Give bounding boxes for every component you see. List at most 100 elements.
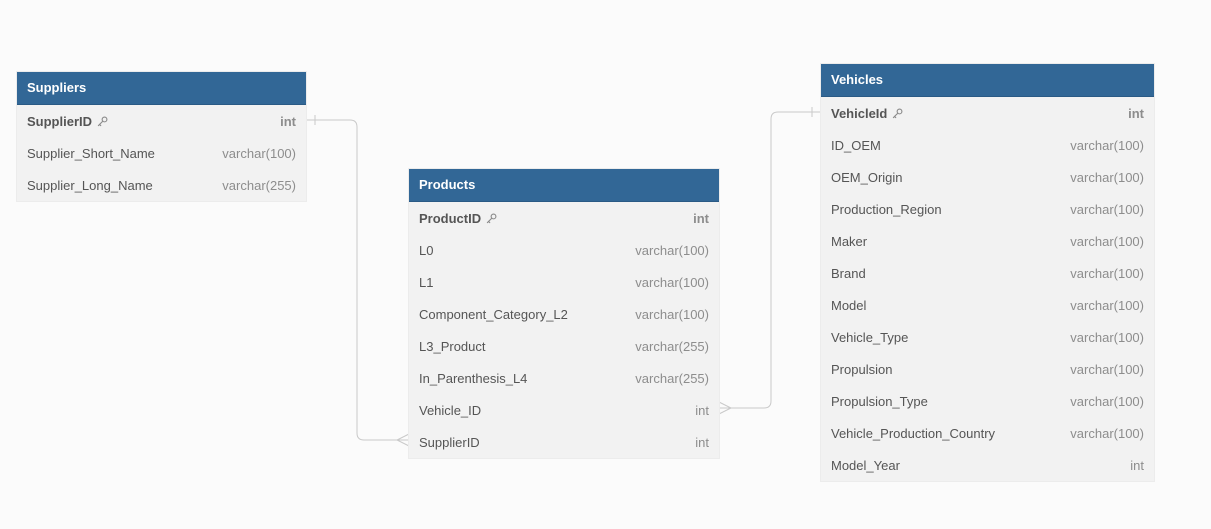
field-name-text: Production_Region bbox=[831, 201, 942, 217]
field-row[interactable]: L3_Product varchar(255) bbox=[409, 330, 719, 362]
field-row[interactable]: Propulsion_Type varchar(100) bbox=[821, 385, 1154, 417]
field-name: Component_Category_L2 bbox=[419, 307, 568, 322]
field-row[interactable]: SupplierID int bbox=[17, 105, 306, 137]
field-type: varchar(100) bbox=[222, 145, 296, 161]
field-name-text: ID_OEM bbox=[831, 137, 881, 153]
field-type: varchar(100) bbox=[1070, 233, 1144, 249]
field-row[interactable]: Vehicle_Production_Country varchar(100) bbox=[821, 417, 1154, 449]
field-name: L1 bbox=[419, 275, 433, 290]
field-name-text: Vehicle_Production_Country bbox=[831, 425, 996, 441]
field-type: int bbox=[695, 402, 709, 418]
field-row[interactable]: Model_Year int bbox=[821, 449, 1154, 481]
field-type: varchar(100) bbox=[1070, 393, 1144, 409]
field-row[interactable]: Vehicle_ID int bbox=[409, 394, 719, 426]
field-type: varchar(255) bbox=[635, 338, 709, 354]
many-marker bbox=[395, 433, 410, 447]
field-name: Vehicle_Type bbox=[831, 330, 908, 345]
field-type: varchar(100) bbox=[1070, 297, 1144, 313]
field-type: varchar(100) bbox=[1070, 169, 1144, 185]
field-type: varchar(100) bbox=[635, 274, 709, 290]
field-name-text: ProductID bbox=[419, 210, 482, 226]
field-row[interactable]: Supplier_Short_Name varchar(100) bbox=[17, 137, 306, 169]
field-row[interactable]: In_Parenthesis_L4 varchar(255) bbox=[409, 362, 719, 394]
field-row[interactable]: L0 varchar(100) bbox=[409, 234, 719, 266]
table-header[interactable]: Suppliers bbox=[17, 72, 306, 105]
field-name-text: Supplier_Long_Name bbox=[27, 177, 153, 193]
field-row[interactable]: Vehicle_Type varchar(100) bbox=[821, 321, 1154, 353]
field-name: Production_Region bbox=[831, 202, 942, 217]
field-row[interactable]: Production_Region varchar(100) bbox=[821, 193, 1154, 225]
field-name-text: L0 bbox=[419, 242, 434, 258]
field-row[interactable]: ProductID int bbox=[409, 202, 719, 234]
field-name-text: Vehicle_Type bbox=[831, 329, 909, 345]
field-name-text: In_Parenthesis_L4 bbox=[419, 370, 528, 386]
field-type: int bbox=[695, 434, 709, 450]
field-row[interactable]: Brand varchar(100) bbox=[821, 257, 1154, 289]
field-row[interactable]: Maker varchar(100) bbox=[821, 225, 1154, 257]
field-type: int bbox=[1130, 457, 1144, 473]
field-name-text: Maker bbox=[831, 233, 868, 249]
field-row[interactable]: Component_Category_L2 varchar(100) bbox=[409, 298, 719, 330]
field-name: Maker bbox=[831, 234, 867, 249]
field-name: In_Parenthesis_L4 bbox=[419, 371, 527, 386]
field-name-text: Component_Category_L2 bbox=[419, 306, 568, 322]
field-type: varchar(100) bbox=[1070, 361, 1144, 377]
field-type: varchar(100) bbox=[1070, 137, 1144, 153]
field-type: varchar(100) bbox=[1070, 425, 1144, 441]
relationship-line-vehicles-products bbox=[719, 111, 821, 409]
field-name: Vehicle_Production_Country bbox=[831, 426, 995, 441]
key-icon bbox=[893, 108, 903, 118]
field-row[interactable]: SupplierID int bbox=[409, 426, 719, 458]
field-name-text: Propulsion bbox=[831, 361, 893, 377]
field-name-text: L1 bbox=[419, 274, 434, 290]
field-name: Supplier_Short_Name bbox=[27, 146, 155, 161]
field-name: L0 bbox=[419, 243, 433, 258]
field-name: ID_OEM bbox=[831, 138, 881, 153]
field-name: L3_Product bbox=[419, 339, 486, 354]
field-name: SupplierID bbox=[27, 114, 108, 129]
field-name: Vehicle_ID bbox=[419, 403, 481, 418]
field-name-text: SupplierID bbox=[419, 434, 480, 450]
field-type: varchar(255) bbox=[635, 370, 709, 386]
many-marker bbox=[718, 401, 733, 415]
field-row[interactable]: Supplier_Long_Name varchar(255) bbox=[17, 169, 306, 201]
field-name: Supplier_Long_Name bbox=[27, 178, 153, 193]
field-name: Model_Year bbox=[831, 458, 900, 473]
field-type: varchar(100) bbox=[1070, 265, 1144, 281]
field-name-text: Vehicle_ID bbox=[419, 402, 482, 418]
field-name-text: L3_Product bbox=[419, 338, 486, 354]
field-type: varchar(100) bbox=[1070, 329, 1144, 345]
field-type: varchar(100) bbox=[1070, 201, 1144, 217]
field-name: Propulsion_Type bbox=[831, 394, 928, 409]
key-icon bbox=[486, 213, 497, 223]
field-name-text: Propulsion_Type bbox=[831, 393, 928, 409]
field-row[interactable]: L1 varchar(100) bbox=[409, 266, 719, 298]
field-name: ProductID bbox=[419, 211, 497, 226]
table-header[interactable]: Products bbox=[409, 169, 719, 202]
table-header[interactable]: Vehicles bbox=[821, 64, 1154, 97]
field-type: int bbox=[693, 210, 709, 226]
field-name-text: VehicleId bbox=[831, 105, 888, 121]
field-name: Brand bbox=[831, 266, 866, 281]
key-icon bbox=[97, 116, 108, 126]
field-row[interactable]: ID_OEM varchar(100) bbox=[821, 129, 1154, 161]
field-type: varchar(100) bbox=[635, 242, 709, 258]
field-row[interactable]: Model varchar(100) bbox=[821, 289, 1154, 321]
field-row[interactable]: Propulsion varchar(100) bbox=[821, 353, 1154, 385]
field-type: varchar(100) bbox=[635, 306, 709, 322]
field-name: Model bbox=[831, 298, 866, 313]
field-name: VehicleId bbox=[831, 106, 903, 121]
field-name-text: Supplier_Short_Name bbox=[27, 145, 155, 161]
field-name: Propulsion bbox=[831, 362, 892, 377]
field-name-text: Model bbox=[831, 297, 867, 313]
field-type: int bbox=[280, 113, 296, 129]
field-type: varchar(255) bbox=[222, 177, 296, 193]
